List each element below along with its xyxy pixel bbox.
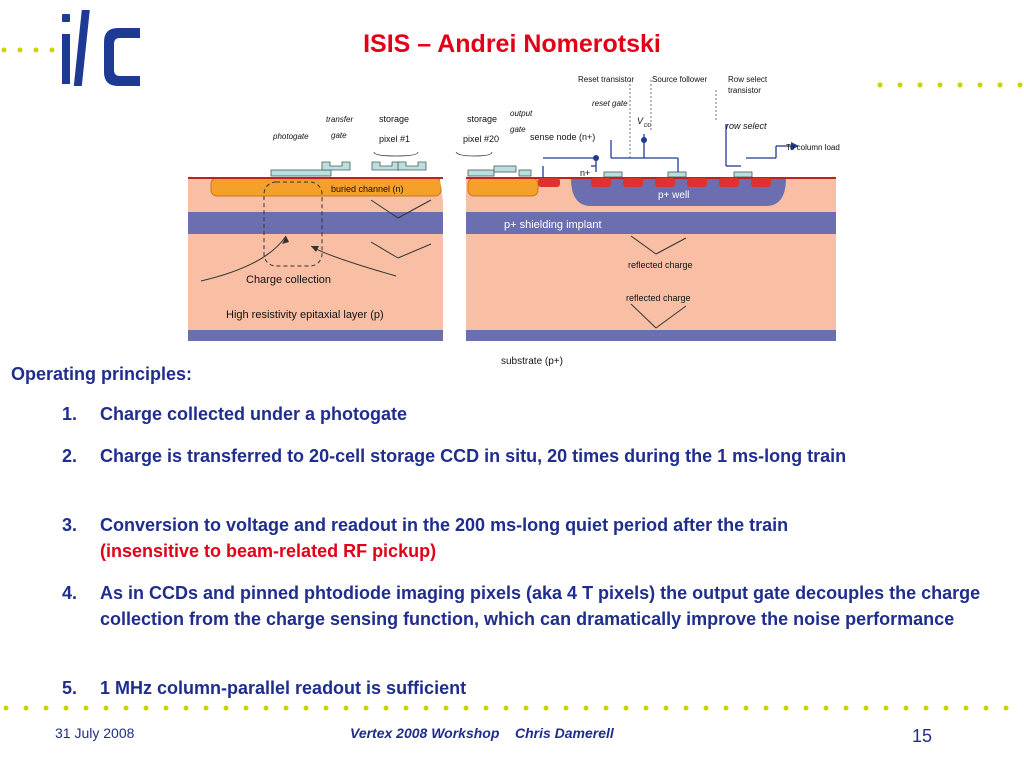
label-reflected-charge-2: reflected charge	[626, 293, 691, 303]
buried-channel	[210, 177, 442, 197]
output-gate-electrode	[518, 169, 532, 177]
principle-item-1: 1. Charge collected under a photogate	[62, 401, 1012, 427]
operating-principles-heading: Operating principles:	[11, 364, 193, 384]
footer-conference: Vertex 2008 Workshop Chris Damerell	[350, 725, 614, 741]
label-transfer-gate: gate	[331, 131, 347, 140]
substrate-left	[188, 330, 443, 341]
label-shielding-implant: p+ shielding implant	[504, 219, 602, 231]
label-row-select-1: Row select	[728, 75, 768, 84]
label-reflected-charge-1: reflected charge	[628, 260, 693, 270]
label-n-plus: n+	[580, 168, 590, 178]
label-storage-left: storage	[379, 114, 409, 124]
principle-text: 1 MHz column-parallel readout is suffici…	[100, 678, 467, 698]
label-vdd: V	[637, 116, 644, 126]
dot-row-top-left	[1, 47, 55, 53]
label-p-well: p+ well	[658, 190, 689, 201]
principle-item-5: 5. 1 MHz column-parallel readout is suff…	[62, 675, 1012, 701]
shielding-implant-left	[188, 212, 443, 234]
label-substrate: substrate (p+)	[501, 356, 563, 367]
principle-text: Conversion to voltage and readout in the…	[100, 515, 789, 535]
photogate-electrode	[270, 169, 332, 177]
footer-date: 31 July 2008	[55, 725, 135, 741]
dot-row-top-right	[877, 82, 1023, 88]
dot-row-bottom	[3, 705, 1009, 711]
label-row-select-2: transistor	[728, 86, 761, 95]
principle-item-4: 4. As in CCDs and pinned phtodiode imagi…	[62, 580, 1012, 632]
principle-item-2: 2. Charge is transferred to 20-cell stor…	[62, 443, 1012, 469]
label-pixel-1: pixel #1	[379, 134, 410, 144]
label-buried-channel: buried channel (n)	[331, 184, 404, 194]
label-pixel-20: pixel #20	[463, 134, 499, 144]
isis-pixel-cross-section-diagram: photogate transfer gate storage pixel #1…	[188, 75, 840, 367]
principle-item-3: 3. Conversion to voltage and readout in …	[62, 512, 1012, 564]
principle-text: Charge collected under a photogate	[100, 404, 408, 424]
label-output: output	[510, 109, 533, 118]
sense-node-region	[538, 178, 560, 187]
label-reset-transistor: Reset transistor	[578, 75, 634, 84]
page-number: 15	[912, 726, 933, 746]
principle-number: 1.	[62, 404, 78, 424]
label-vdd-sub: DD	[644, 123, 652, 129]
epitaxial-layer-left	[188, 178, 443, 341]
logo-text: ilc	[58, 8, 59, 9]
ilc-logo: ilc	[58, 8, 140, 86]
label-source-follower: Source follower	[652, 75, 707, 84]
label-reset-gate: reset gate	[592, 99, 628, 108]
shielding-implant-right	[466, 212, 836, 234]
label-output-gate: gate	[510, 125, 526, 134]
slide-title: ISIS – Andrei Nomerotski	[363, 30, 661, 58]
label-charge-collection: Charge collection	[246, 274, 331, 286]
label-sense-node: sense node (n+)	[530, 132, 595, 142]
label-transfer: transfer	[326, 115, 353, 124]
principle-text: As in CCDs and pinned phtodiode imaging …	[100, 583, 981, 629]
label-row-select: row select	[726, 121, 767, 131]
principle-note: (insensitive to beam-related RF pickup)	[100, 541, 437, 561]
principle-number: 3.	[62, 515, 78, 535]
principle-number: 4.	[62, 583, 78, 603]
substrate-right	[466, 330, 836, 341]
label-epitaxial-layer: High resistivity epitaxial layer (p)	[226, 309, 384, 321]
principle-text: Charge is transferred to 20-cell storage…	[100, 446, 847, 466]
label-to-column-load: To column load	[786, 143, 840, 152]
principle-number: 2.	[62, 446, 78, 466]
principle-number: 5.	[62, 678, 78, 698]
label-storage-right: storage	[467, 114, 497, 124]
label-photogate: photogate	[272, 132, 309, 141]
